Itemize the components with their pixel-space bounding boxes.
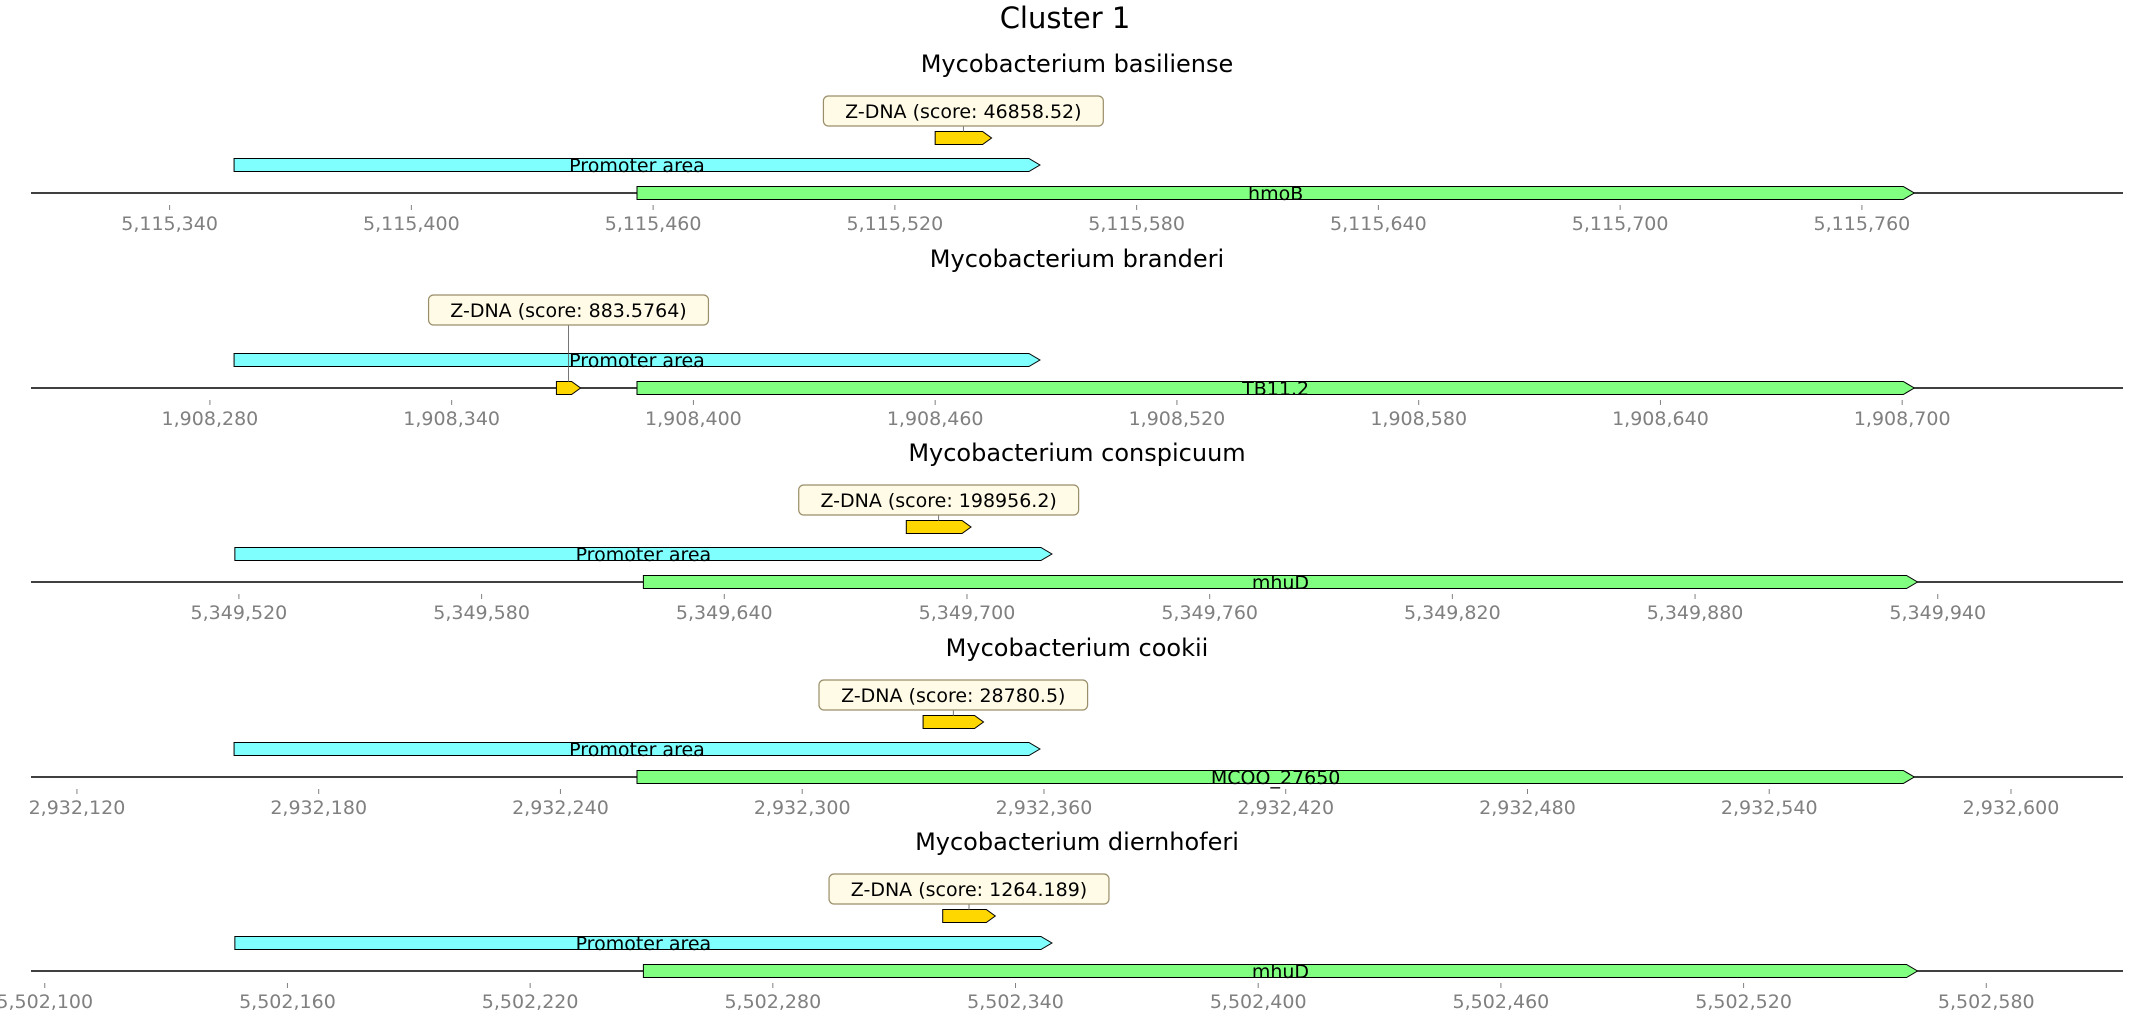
promoter-arrow bbox=[234, 936, 1053, 950]
tracks-layer: Mycobacterium basiliense hmoB Promoter are… bbox=[0, 50, 2123, 1013]
tick-label: 5,349,760 bbox=[1161, 602, 1258, 624]
zdna-callout-label: Z-DNA (score: 46858.52) bbox=[845, 101, 1081, 123]
tick-label: 5,349,520 bbox=[191, 602, 288, 624]
gene-label: TB11.2 bbox=[1241, 378, 1309, 400]
tick-label: 1,908,280 bbox=[162, 408, 259, 430]
track-4: Mycobacterium diernhoferi mhuD Promoter ar… bbox=[0, 828, 2123, 1013]
tick-label: 5,502,220 bbox=[482, 991, 579, 1013]
tick-label: 5,115,340 bbox=[121, 213, 218, 235]
tick-label: 2,932,120 bbox=[29, 797, 126, 819]
zdna-callout-label: Z-DNA (score: 1264.189) bbox=[851, 879, 1087, 901]
promoter-label: Promoter area bbox=[576, 933, 712, 955]
promoter-arrow bbox=[234, 547, 1053, 561]
track-title: Mycobacterium cookii bbox=[946, 634, 1209, 662]
tick-label: 5,502,160 bbox=[239, 991, 336, 1013]
tick-label: 5,502,100 bbox=[0, 991, 93, 1013]
tick-label: 1,908,700 bbox=[1854, 408, 1951, 430]
zdna-arrow bbox=[942, 909, 997, 923]
promoter-arrow bbox=[233, 353, 1041, 367]
tick-label: 1,908,640 bbox=[1612, 408, 1709, 430]
tick-label: 5,349,580 bbox=[433, 602, 530, 624]
gene-arrow bbox=[642, 964, 1919, 978]
track-title: Mycobacterium basiliense bbox=[921, 50, 1234, 78]
tick-label: 5,115,460 bbox=[605, 213, 702, 235]
tick-label: 5,115,760 bbox=[1814, 213, 1911, 235]
tick-label: 1,908,520 bbox=[1129, 408, 1226, 430]
tick-label: 5,502,280 bbox=[724, 991, 821, 1013]
tick-label: 5,115,640 bbox=[1330, 213, 1427, 235]
tick-label: 5,349,820 bbox=[1404, 602, 1501, 624]
zdna-arrow bbox=[905, 520, 972, 534]
promoter-label: Promoter area bbox=[569, 350, 705, 372]
tick-label: 5,115,520 bbox=[847, 213, 944, 235]
zdna-arrow bbox=[934, 131, 993, 145]
zdna-callout-box bbox=[427, 294, 710, 326]
tick-label: 2,932,600 bbox=[1963, 797, 2060, 819]
gene-arrow bbox=[636, 381, 1916, 395]
zdna-arrow bbox=[922, 715, 985, 729]
track-title: Mycobacterium diernhoferi bbox=[915, 828, 1239, 856]
track-title: Mycobacterium branderi bbox=[930, 245, 1224, 273]
tick-label: 2,932,360 bbox=[996, 797, 1093, 819]
promoter-label: Promoter area bbox=[569, 155, 705, 177]
promoter-label: Promoter area bbox=[569, 739, 705, 761]
tick-label: 5,115,580 bbox=[1088, 213, 1185, 235]
promoter-arrow bbox=[233, 742, 1041, 756]
gene-arrow bbox=[642, 575, 1919, 589]
tick-label: 5,502,340 bbox=[967, 991, 1064, 1013]
zdna-callout-label: Z-DNA (score: 198956.2) bbox=[820, 490, 1056, 512]
zdna-callout-box bbox=[822, 95, 1104, 127]
tick-label: 5,502,460 bbox=[1453, 991, 1550, 1013]
gene-label: hmoB bbox=[1248, 183, 1303, 205]
tick-label: 5,502,400 bbox=[1210, 991, 1307, 1013]
gene-label: mhuD bbox=[1252, 572, 1309, 594]
tick-label: 5,502,520 bbox=[1695, 991, 1792, 1013]
tick-label: 2,932,420 bbox=[1237, 797, 1334, 819]
tick-label: 2,932,300 bbox=[754, 797, 851, 819]
tick-label: 1,908,340 bbox=[403, 408, 500, 430]
tick-label: 1,908,580 bbox=[1370, 408, 1467, 430]
track-0: Mycobacterium basiliense hmoB Promoter are… bbox=[31, 50, 2123, 235]
gene-arrow bbox=[636, 186, 1916, 200]
tick-label: 2,932,540 bbox=[1721, 797, 1818, 819]
tick-label: 2,932,480 bbox=[1479, 797, 1576, 819]
promoter-arrow bbox=[233, 158, 1041, 172]
tick-label: 5,115,400 bbox=[363, 213, 460, 235]
tick-label: 5,115,700 bbox=[1572, 213, 1669, 235]
zdna-callout-box bbox=[828, 873, 1110, 905]
tick-label: 2,932,240 bbox=[512, 797, 609, 819]
zdna-callout-label: Z-DNA (score: 883.5764) bbox=[450, 300, 686, 322]
track-2: Mycobacterium conspicuum mhuD Promoter are… bbox=[31, 439, 2123, 624]
track-title: Mycobacterium conspicuum bbox=[908, 439, 1245, 467]
tick-label: 5,502,580 bbox=[1938, 991, 2035, 1013]
tick-label: 2,932,180 bbox=[270, 797, 367, 819]
zdna-callout-label: Z-DNA (score: 28780.5) bbox=[841, 685, 1065, 707]
zdna-arrow bbox=[555, 381, 582, 395]
promoter-label: Promoter area bbox=[576, 544, 712, 566]
tick-label: 5,349,640 bbox=[676, 602, 773, 624]
tick-label: 1,908,400 bbox=[645, 408, 742, 430]
zdna-callout-box bbox=[818, 679, 1089, 711]
gene-label: MCOO_27650 bbox=[1211, 767, 1341, 789]
tick-label: 5,349,700 bbox=[919, 602, 1016, 624]
gene-label: mhuD bbox=[1252, 961, 1309, 983]
zdna-callout-box bbox=[798, 484, 1080, 516]
tick-label: 5,349,940 bbox=[1889, 602, 1986, 624]
tick-label: 1,908,460 bbox=[887, 408, 984, 430]
tick-label: 5,349,880 bbox=[1647, 602, 1744, 624]
gene-arrow bbox=[636, 770, 1916, 784]
figure-title: Cluster 1 bbox=[1000, 1, 1131, 35]
